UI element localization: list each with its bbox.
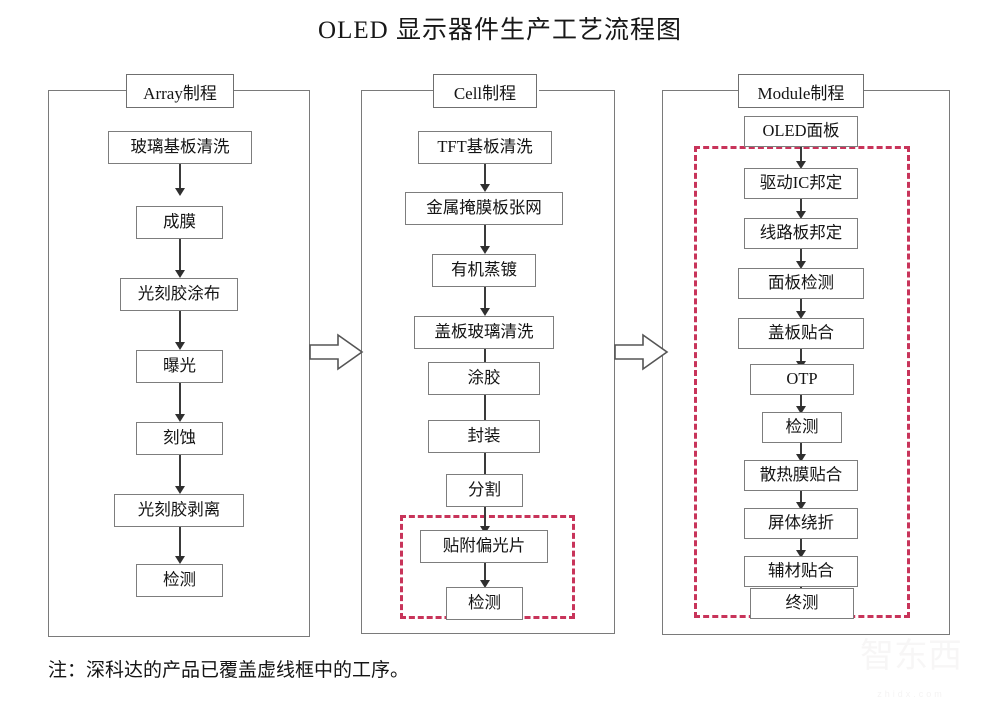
step-array-1[interactable]: 成膜 [136,206,223,239]
step-cell-1[interactable]: 金属掩膜板张网 [405,192,563,225]
stage-header-array: Array制程 [126,74,234,108]
page-title: OLED 显示器件生产工艺流程图 [318,17,682,44]
watermark-glyphs: 智东西 [860,636,962,676]
step-cell-6[interactable]: 分割 [446,474,523,507]
step-array-3[interactable]: 曝光 [136,350,223,383]
stage-transition-arrow-1 [309,333,364,371]
step-module-4[interactable]: 盖板贴合 [738,318,864,349]
connector-module-0-1 [794,147,808,169]
step-module-2[interactable]: 线路板邦定 [744,218,858,249]
connector-module-1-2 [794,199,808,219]
step-module-8[interactable]: 屏体绕折 [744,508,858,539]
watermark: 智东西 zhidx.com [836,635,986,701]
step-cell-4[interactable]: 涂胶 [428,362,540,395]
connector-array-0-1 [173,164,187,196]
step-array-4[interactable]: 刻蚀 [136,422,223,455]
footnote-text: 注：深科达的产品已覆盖虚线框中的工序。 [48,660,410,681]
connector-array-1-2 [173,239,187,278]
step-module-0[interactable]: OLED面板 [744,116,858,147]
step-array-2[interactable]: 光刻胶涂布 [120,278,238,311]
step-module-10[interactable]: 终测 [750,588,854,619]
connector-cell-1-2 [478,225,492,254]
connector-array-3-4 [173,383,187,422]
connector-array-5-6 [173,527,187,564]
step-module-7[interactable]: 散热膜贴合 [744,460,858,491]
step-array-5[interactable]: 光刻胶剥离 [114,494,244,527]
step-cell-7[interactable]: 贴附偏光片 [420,530,548,563]
connector-module-8-9 [794,539,808,558]
connector-module-7-8 [794,491,808,510]
step-module-1[interactable]: 驱动IC邦定 [744,168,858,199]
step-cell-5[interactable]: 封装 [428,420,540,453]
connector-module-3-4 [794,299,808,319]
step-cell-3[interactable]: 盖板玻璃清洗 [414,316,554,349]
connector-module-5-6 [794,395,808,414]
stage-header-cell: Cell制程 [433,74,537,108]
step-cell-0[interactable]: TFT基板清洗 [418,131,552,164]
connector-array-4-5 [173,455,187,494]
step-array-0[interactable]: 玻璃基板清洗 [108,131,252,164]
connector-cell-0-1 [478,164,492,192]
connector-module-6-7 [794,443,808,462]
step-module-3[interactable]: 面板检测 [738,268,864,299]
stage-header-module: Module制程 [738,74,864,108]
connector-cell-7-8 [478,563,492,588]
step-array-6[interactable]: 检测 [136,564,223,597]
step-module-9[interactable]: 辅材贴合 [744,556,858,587]
step-cell-2[interactable]: 有机蒸镀 [432,254,536,287]
connector-cell-2-3 [478,287,492,316]
connector-module-2-3 [794,249,808,269]
stage-transition-arrow-2 [614,333,669,371]
step-module-5[interactable]: OTP [750,364,854,395]
step-module-6[interactable]: 检测 [762,412,842,443]
connector-array-2-3 [173,311,187,350]
step-cell-8[interactable]: 检测 [446,587,523,620]
watermark-text: zhidx.com [877,689,945,699]
